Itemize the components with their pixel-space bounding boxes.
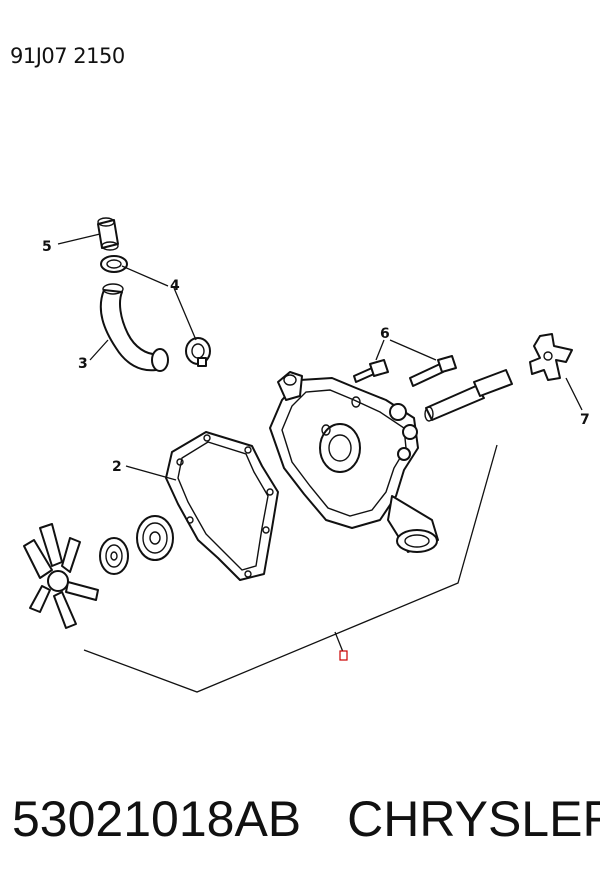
hose-clamp-upper <box>100 255 128 273</box>
water-pump-housing <box>269 371 439 553</box>
small-pulley <box>99 537 129 575</box>
part-number: 53021018AB <box>12 791 302 847</box>
callout-6: 6 <box>380 326 390 342</box>
callout-4: 4 <box>170 278 180 294</box>
hose-fitting <box>97 217 119 251</box>
callout-3: 3 <box>78 356 88 372</box>
leader-lines <box>57 233 583 481</box>
bolt-long <box>409 355 457 387</box>
callout-5: 5 <box>42 239 52 255</box>
part-info: 53021018AB CHRYSLER <box>12 790 600 848</box>
fan-spider <box>529 333 573 381</box>
large-pulley <box>136 515 174 561</box>
brand-name: CHRYSLER <box>347 791 600 847</box>
bolt-short <box>353 359 389 383</box>
assembly-bracket <box>83 444 498 693</box>
diagram-code: 91J07 2150 <box>10 44 125 68</box>
hose-clamp-lower <box>185 337 211 367</box>
callout-2: 2 <box>112 459 122 475</box>
callout-7: 7 <box>580 412 590 428</box>
bypass-hose <box>99 283 161 372</box>
pump-shaft <box>424 369 513 422</box>
gasket <box>165 431 279 581</box>
fan-blade <box>23 523 99 629</box>
hose-end-collar <box>151 348 169 372</box>
